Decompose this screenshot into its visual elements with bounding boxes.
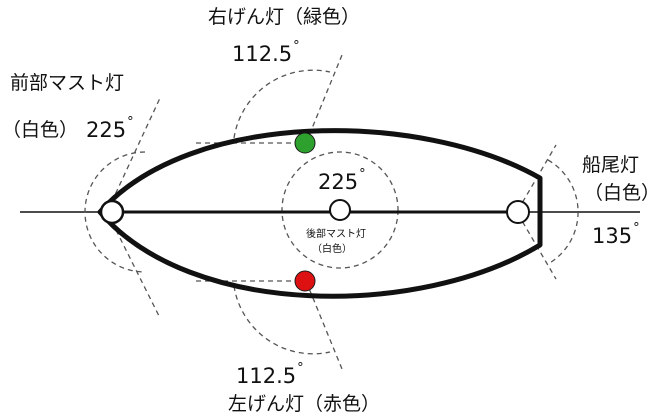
masthead-arc xyxy=(84,151,146,273)
aft-masthead-light-label: 後部マスト灯 xyxy=(306,229,366,240)
port-boundary xyxy=(305,280,343,370)
starboard-light-label: 右げん灯（緑色） xyxy=(208,6,361,28)
stern-arc xyxy=(547,159,579,265)
masthead-light xyxy=(99,199,125,225)
masthead-light-label: 前部マスト灯 xyxy=(10,72,125,94)
stern-light-label: 船尾灯 xyxy=(582,154,640,176)
starboard-light xyxy=(294,132,316,154)
stern-angle-label: 135° xyxy=(592,221,640,248)
aft-masthead-light xyxy=(329,199,351,221)
starboard-arc xyxy=(233,69,331,139)
stern-color-label: （白色） xyxy=(584,182,657,204)
masthead-angle-label: 225° xyxy=(86,115,134,142)
masthead-boundary-top xyxy=(107,97,161,211)
masthead-color-label: （白色） xyxy=(2,119,79,141)
port-light xyxy=(294,270,316,292)
aft-masthead-arc xyxy=(281,151,399,269)
starboard-angle-label: 112.5° xyxy=(232,39,300,66)
stern-light xyxy=(506,200,530,224)
starboard-boundary xyxy=(305,54,343,144)
port-arc xyxy=(233,285,331,355)
aft-masthead-angle-label: 225° xyxy=(318,167,366,194)
port-angle-label: 112.5° xyxy=(236,361,304,388)
aft-masthead-color-label: （白色） xyxy=(312,244,352,255)
port-light-label: 左げん灯（赤色） xyxy=(228,393,381,415)
hull-outline xyxy=(97,128,543,299)
